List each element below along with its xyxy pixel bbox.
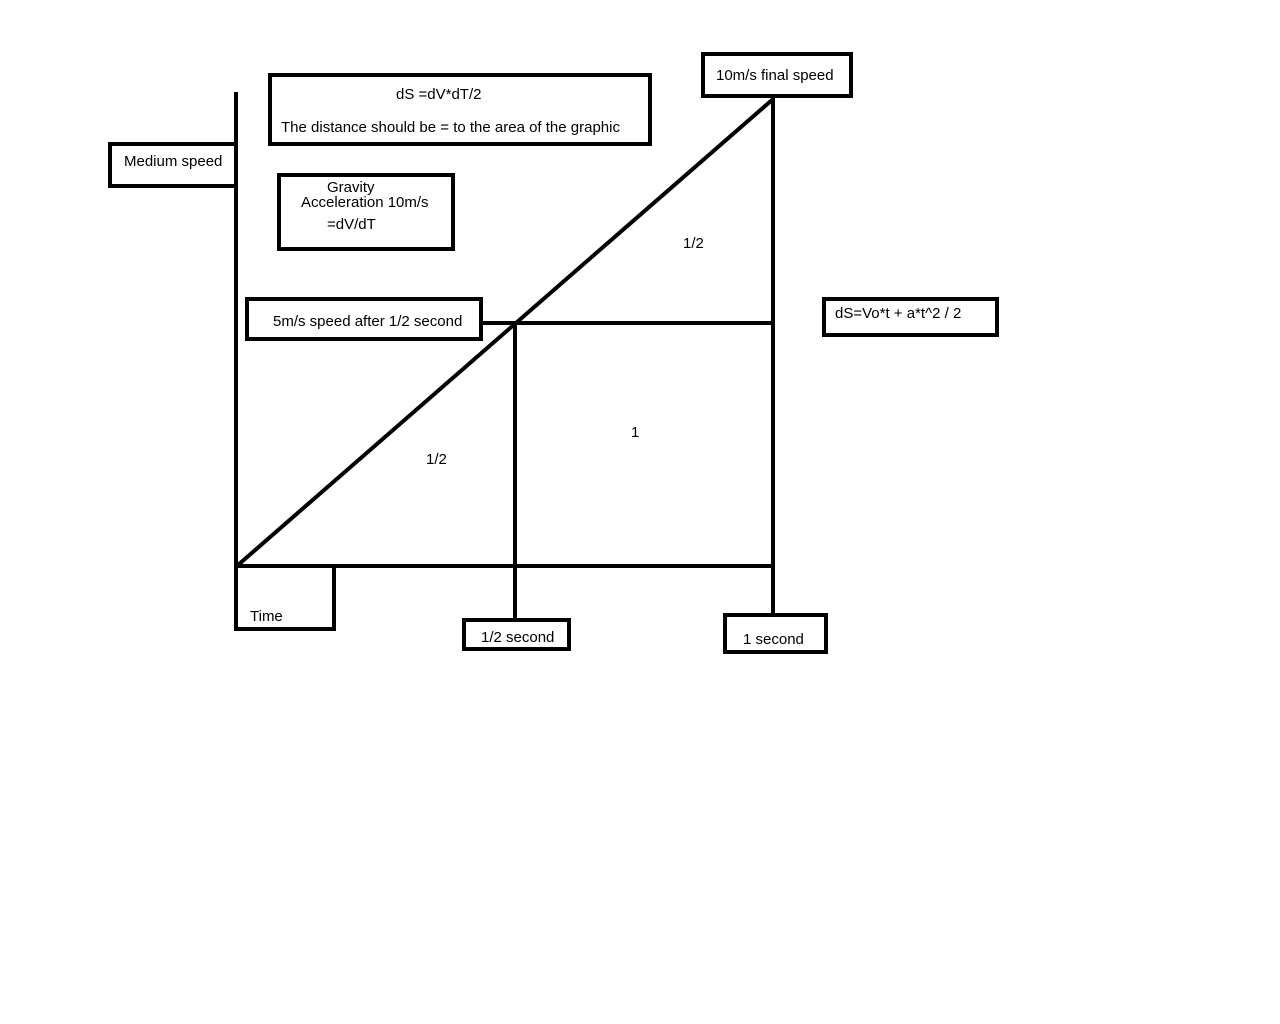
area-note-label: The distance should be = to the area of …	[281, 119, 620, 136]
time-box	[234, 564, 336, 631]
half-second-label: 1/2 second	[481, 629, 554, 646]
medium-speed-label: Medium speed	[124, 153, 222, 170]
lower-triangle-area-label: 1/2	[426, 451, 447, 468]
time-label: Time	[250, 608, 283, 625]
gravity-label-line1: Gravity	[327, 179, 375, 196]
rectangle-area-label: 1	[631, 424, 639, 441]
gravity-label-line3: =dV/dT	[327, 216, 376, 233]
speed-line	[236, 98, 774, 567]
gravity-label-line2: Acceleration 10m/s	[301, 194, 429, 211]
final-speed-label: 10m/s final speed	[716, 67, 834, 84]
half-speed-box	[245, 297, 483, 341]
medium-speed-box	[108, 142, 238, 188]
formula-box	[268, 73, 652, 146]
kinematics-box	[822, 297, 999, 337]
kinematics-formula-label: dS=Vo*t + a*t^2 / 2	[835, 305, 961, 322]
half-speed-label: 5m/s speed after 1/2 second	[273, 313, 462, 330]
gravity-box	[277, 173, 455, 251]
half-second-box	[462, 618, 571, 651]
formula-area-label: dS =dV*dT/2	[396, 86, 481, 103]
one-second-box	[723, 613, 828, 654]
final-speed-box	[701, 52, 853, 98]
upper-triangle-area-label: 1/2	[683, 235, 704, 252]
one-second-label: 1 second	[743, 631, 804, 648]
